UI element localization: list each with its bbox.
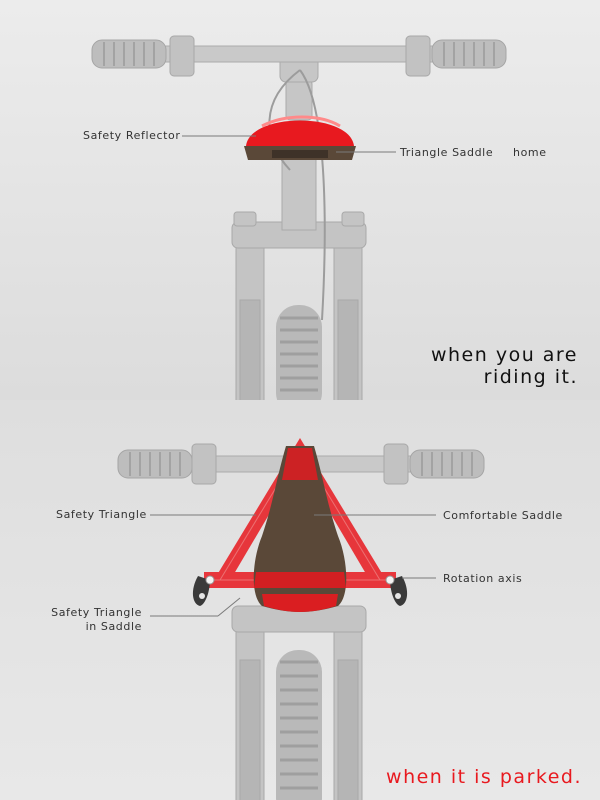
safety-triangle-in-saddle-line1: Safety Triangle [51,606,142,619]
riding-caption-line2: riding it. [483,366,578,388]
handlebar [91,35,507,77]
riding-view-panel: Safety Reflector Triangle Saddle home wh… [0,0,600,400]
safety-triangle-in-saddle-line2: in Saddle [85,620,142,633]
riding-caption-line1: when you are [430,344,578,366]
riding-caption: when you are riding it. [431,344,578,388]
home-link[interactable]: home [513,146,547,159]
front-tire [276,650,322,800]
suspension-fork [231,211,367,400]
bike-parked-illustration [117,438,485,800]
safety-reflector [246,115,354,146]
comfortable-saddle-label: Comfortable Saddle [443,509,563,522]
front-tire [276,305,322,400]
triangle-saddle-label: Triangle Saddle [400,146,494,159]
safety-reflector-label: Safety Reflector [83,129,181,142]
annotation-lines [182,135,396,153]
suspension-fork [231,605,367,800]
parked-caption: when it is parked. [386,766,582,788]
parked-view-panel: Safety Triangle Comfortable Saddle Rotat… [0,400,600,800]
annotation-lines [150,514,436,617]
safety-triangle-label: Safety Triangle [56,508,147,521]
triangle-saddle [244,146,356,160]
safety-triangle-in-saddle-label: Safety Triangle in Saddle [40,606,142,634]
rotation-axis-label: Rotation axis [443,572,523,585]
comfortable-saddle [253,446,347,612]
rotation-axis-caps [192,575,408,606]
bike-riding-illustration [91,35,507,400]
